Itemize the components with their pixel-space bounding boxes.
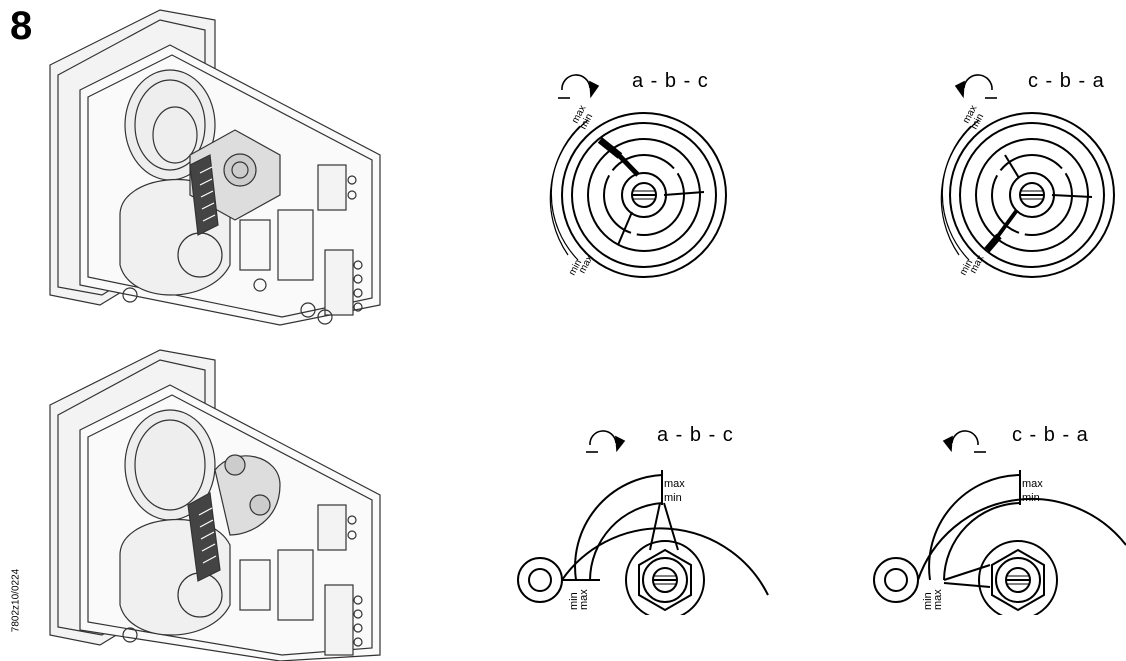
dial-diagram-top-left: max min max min xyxy=(549,74,727,278)
actuator-device-illustration-bottom xyxy=(49,349,381,661)
max-label-bottom-right-upper: max xyxy=(1022,478,1043,490)
sequence-label-bottom-right: c - b - a xyxy=(1012,424,1089,446)
min-label-bottom-left-upper: min xyxy=(664,492,682,504)
min-label-bottom-right-upper: min xyxy=(1022,492,1040,504)
max-label-bottom-left-upper: max xyxy=(664,478,685,490)
max-label-bottom-right-lower: max xyxy=(932,589,944,610)
clockwise-arrow-icon xyxy=(558,74,600,99)
clockwise-arrow-icon xyxy=(586,430,626,453)
dial-diagram-top-right: max min max min xyxy=(940,74,1115,278)
counterclockwise-arrow-icon xyxy=(942,430,986,453)
figure-number: 8 xyxy=(10,4,33,48)
min-label-bottom-left-lower: min xyxy=(568,592,580,610)
sequence-label-bottom-left: a - b - c xyxy=(657,424,734,446)
max-label-bottom-left-lower: max xyxy=(578,589,590,610)
document-code: 7802z10/0224 xyxy=(10,568,22,633)
cam-diagram-bottom-right: max min max min xyxy=(873,430,1126,615)
counterclockwise-arrow-icon xyxy=(954,74,997,99)
actuator-device-illustration-top xyxy=(49,9,381,326)
sequence-label-top-left: a - b - c xyxy=(632,70,709,92)
min-label-bottom-right-lower: min xyxy=(922,592,934,610)
cam-diagram-bottom-left: max min max min xyxy=(517,430,769,615)
sequence-label-top-right: c - b - a xyxy=(1028,70,1105,92)
